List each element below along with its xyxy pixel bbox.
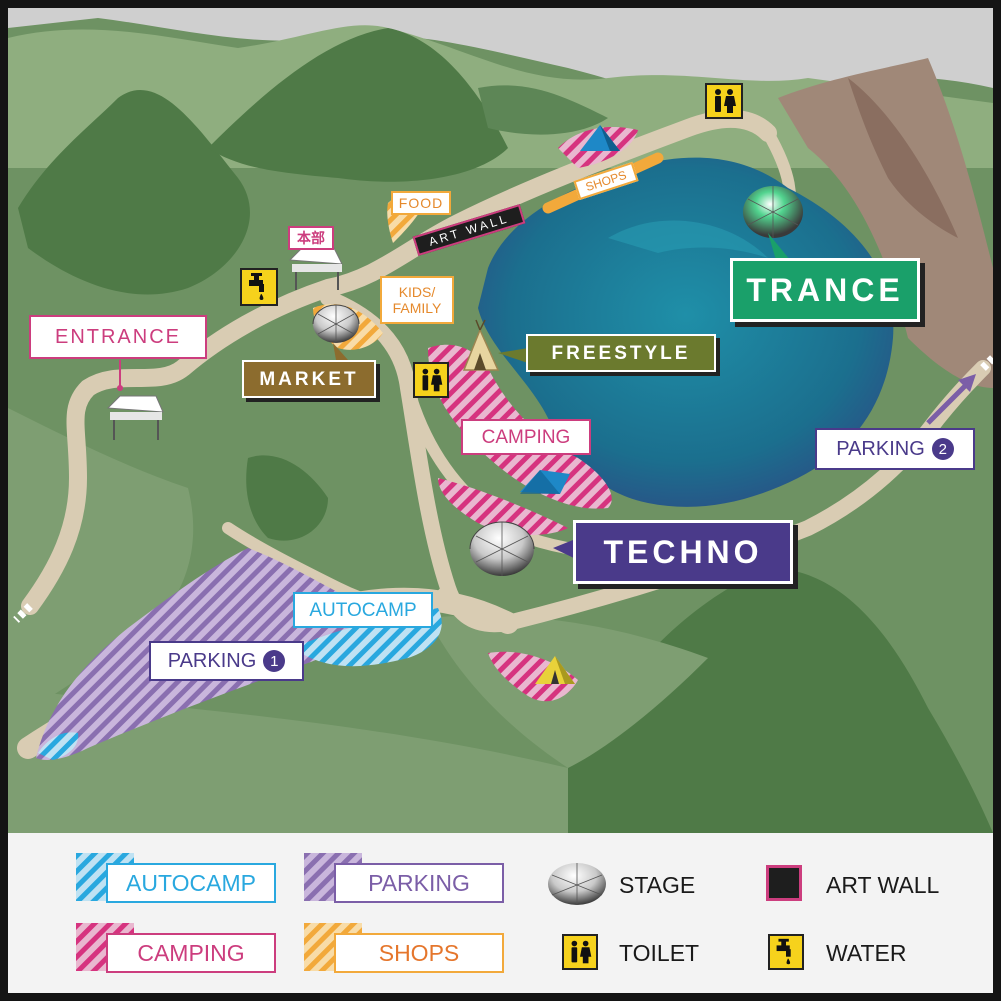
parking-1-label: PARKING 1 [149,641,304,681]
legend-shops: SHOPS [334,933,504,973]
art-wall-swatch-icon [766,865,802,901]
camping-label: CAMPING [461,419,591,455]
parking-2-number: 2 [931,438,954,460]
food-label: FOOD [391,191,451,215]
parking-2-label: PARKING 2 [815,428,975,470]
map-terrain [8,8,993,833]
legend-stage: STAGE [619,872,696,898]
trance-stage-label: TRANCE [730,258,920,322]
toilet-icon [562,934,598,970]
toilet-icon [705,83,743,119]
market-stage-label: MARKET [242,360,376,398]
entrance-label: ENTRANCE [29,315,207,359]
parking-2-text: PARKING [836,438,925,460]
toilet-icon [413,362,449,398]
map-legend: AUTOCAMP PARKING STAGE ART WALL CAMPING … [8,833,993,993]
legend-art-wall: ART WALL [826,872,940,898]
water-icon [240,268,278,306]
legend-parking: PARKING [334,863,504,903]
legend-toilet: TOILET [619,940,700,966]
techno-stage-label: TECHNO [573,520,793,584]
legend-autocamp: AUTOCAMP [106,863,276,903]
legend-camping: CAMPING [106,933,276,973]
legend-water: WATER [826,940,907,966]
autocamp-label: AUTOCAMP [293,592,433,628]
honbu-label: 本部 [288,226,334,250]
parking-1-text: PARKING [167,650,257,672]
camping-tent-blue-top-icon [580,125,620,151]
festival-map: ENTRANCE 本部 FOOD KIDS/ FAMILY CAMPING AU… [8,8,993,833]
stage-dome-icon [548,863,606,905]
parking-1-number: 1 [263,650,286,672]
freestyle-stage-label: FREESTYLE [526,334,716,372]
water-icon [768,934,804,970]
kids-family-label: KIDS/ FAMILY [380,276,454,324]
